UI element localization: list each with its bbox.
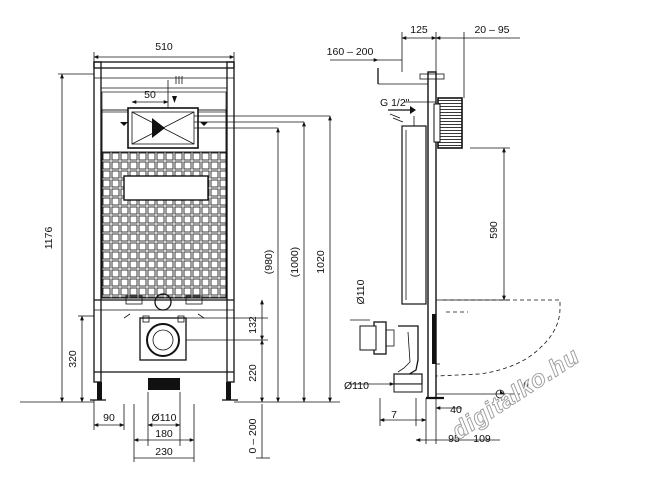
dim-980: (980) — [263, 250, 275, 275]
dim-132: 132 — [247, 316, 259, 334]
dim-diameter-110: Ø110 — [152, 412, 177, 424]
water-inlet-label: G 1/2" — [380, 97, 410, 109]
pipe-diameter-110-top: Ø110 — [355, 279, 367, 304]
dim-590: 590 — [488, 221, 500, 239]
dim-1020: 1020 — [315, 250, 327, 274]
dim-40: 40 — [450, 404, 462, 416]
dim-160-200: 160 – 200 — [327, 46, 374, 58]
dim-height-1176: 1176 — [43, 227, 55, 250]
dim-width-510: 510 — [155, 41, 173, 53]
dim-125: 125 — [410, 24, 428, 36]
front-view: 510 1176 50 (980) (1000) 1020 320 132 22… — [20, 41, 340, 462]
dim-0-200: 0 – 200 — [247, 418, 259, 453]
drain-pipe — [359, 314, 444, 400]
dim-230: 230 — [155, 446, 173, 458]
dim-180: 180 — [155, 428, 173, 440]
dim-95: 95 — [448, 433, 460, 445]
dim-flush-offset-50: 50 — [144, 89, 156, 101]
dim-90: 90 — [103, 412, 115, 424]
side-view: 125 20 – 95 160 – 200 G 1/2" 590 Ø110 Ø1… — [327, 24, 561, 445]
dim-20-95: 20 – 95 — [474, 24, 509, 36]
dim-320: 320 — [67, 350, 79, 368]
front-dimensions — [20, 52, 340, 462]
zero-mark: 0 — [523, 380, 528, 391]
dim-1000: (1000) — [289, 247, 301, 277]
dim-220: 220 — [247, 364, 259, 382]
flush-plate-opening — [120, 76, 208, 149]
dim-109: 109 — [473, 433, 491, 445]
toilet-bowl-outline — [435, 299, 561, 399]
side-frame — [377, 68, 463, 399]
dim-7: 7 — [391, 409, 397, 421]
pipe-diameter-110-bottom: Ø110 — [344, 380, 369, 392]
bottom-fittings — [90, 293, 238, 401]
cistern — [101, 91, 227, 299]
side-dimensions — [330, 32, 520, 444]
